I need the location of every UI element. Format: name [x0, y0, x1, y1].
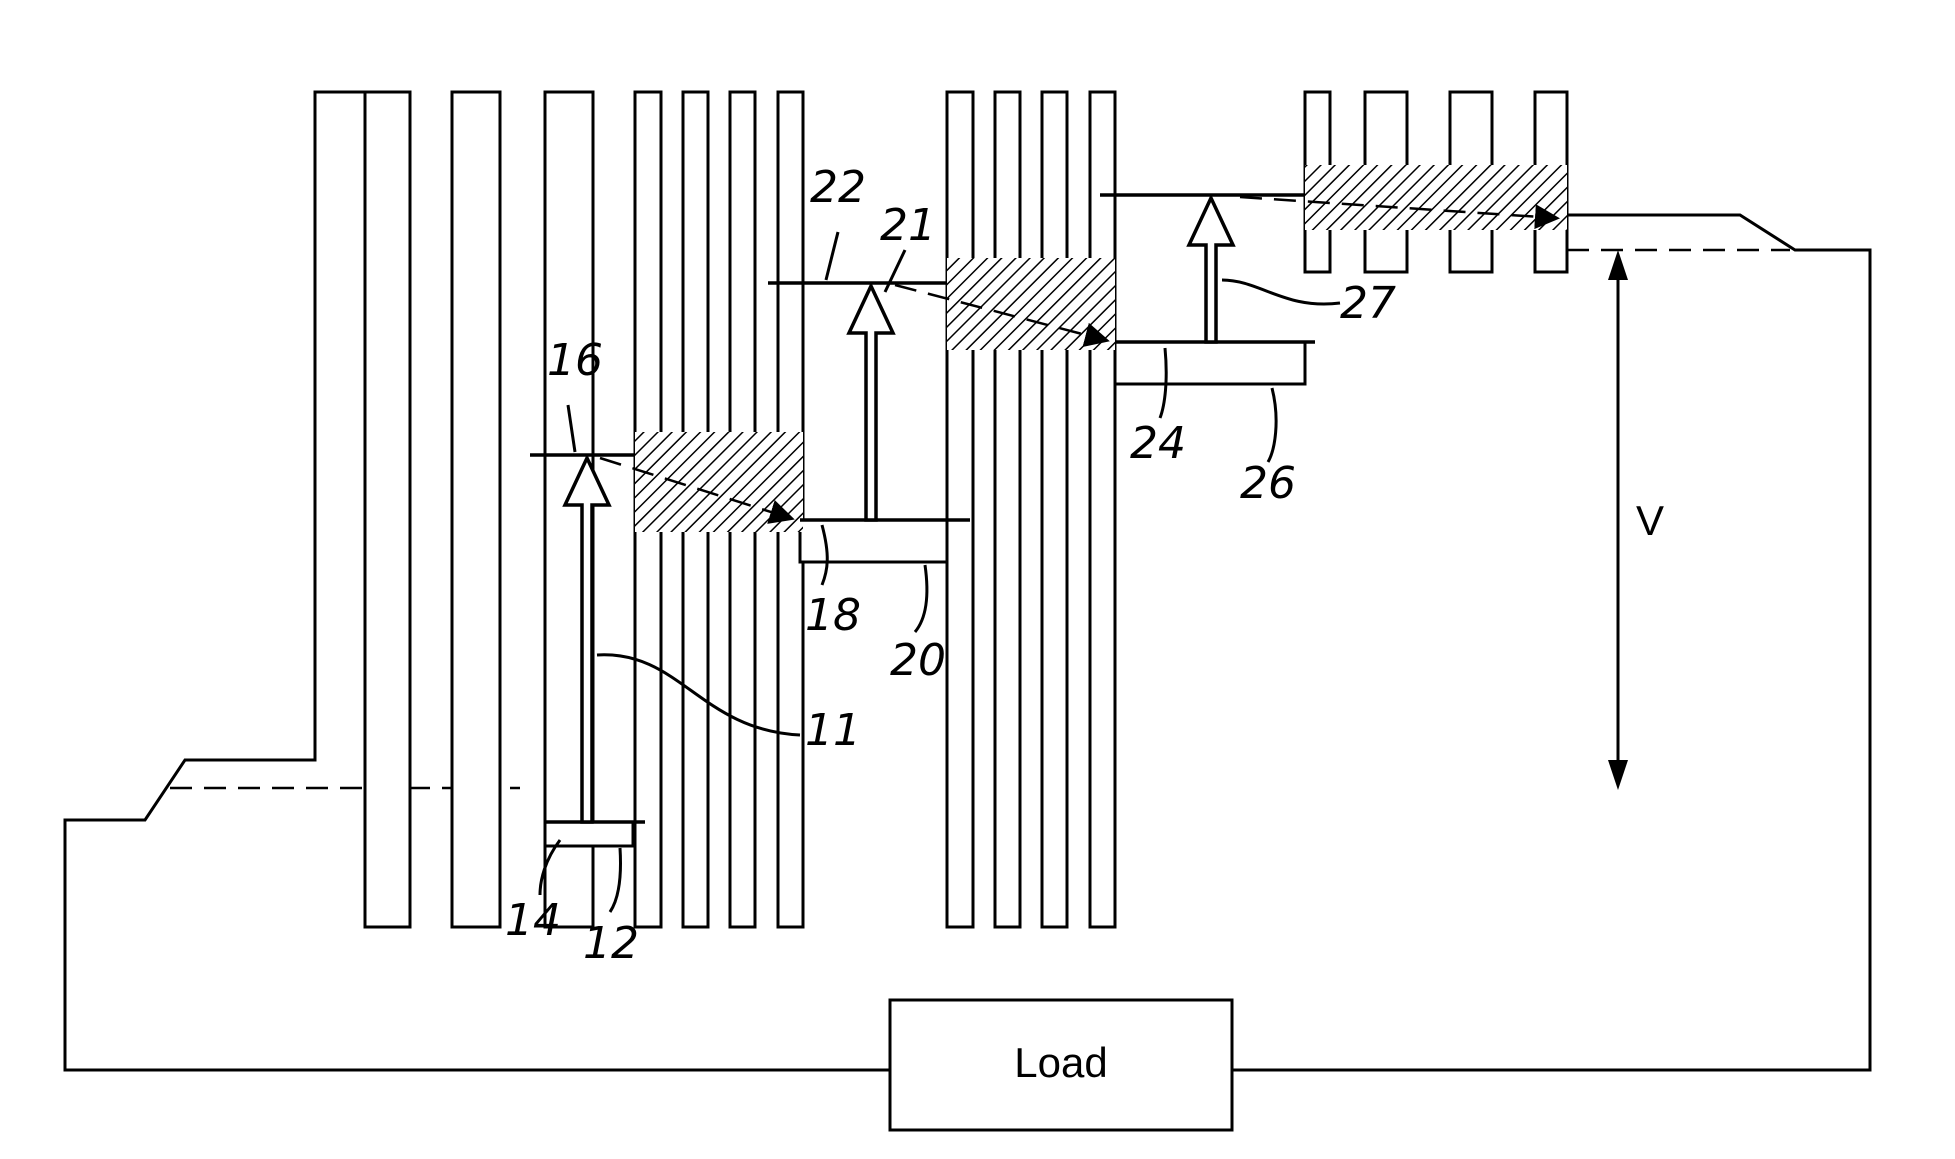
barrier-bar — [947, 92, 973, 927]
barrier-bar — [365, 92, 410, 927]
barrier-bar — [1042, 92, 1067, 927]
ref-12: 12 — [583, 918, 639, 969]
leader-27 — [1222, 280, 1340, 304]
ref-26: 26 — [1240, 458, 1296, 509]
voltage-arrow-head-bottom — [1608, 760, 1628, 790]
tunnel-region-1 — [635, 432, 803, 532]
leader-12 — [610, 848, 621, 912]
ref-21: 21 — [880, 200, 936, 251]
ref-11: 11 — [805, 705, 861, 756]
leader-20 — [915, 565, 927, 632]
tunnel-region-3 — [1305, 165, 1567, 230]
ref-27: 27 — [1340, 278, 1396, 329]
ref-24: 24 — [1130, 418, 1186, 469]
ref-16: 16 — [547, 335, 603, 386]
voltage-label: V — [1636, 497, 1664, 544]
ref-22: 22 — [810, 162, 866, 213]
ref-18: 18 — [805, 590, 861, 641]
level-box-26 — [1115, 342, 1305, 384]
barrier-bar — [995, 92, 1020, 927]
leader-22 — [826, 232, 838, 280]
right-contact-outline — [1232, 215, 1870, 1070]
voltage-arrow-head-top — [1608, 250, 1628, 280]
barrier-bar — [452, 92, 500, 927]
excitation-arrow-27 — [1189, 198, 1233, 342]
ref-20: 20 — [890, 635, 946, 686]
excitation-arrow-21 — [849, 286, 893, 520]
ref-14: 14 — [505, 895, 561, 946]
leader-26 — [1268, 388, 1276, 462]
barrier-bar — [1090, 92, 1115, 927]
load-label: Load — [1014, 1039, 1107, 1086]
